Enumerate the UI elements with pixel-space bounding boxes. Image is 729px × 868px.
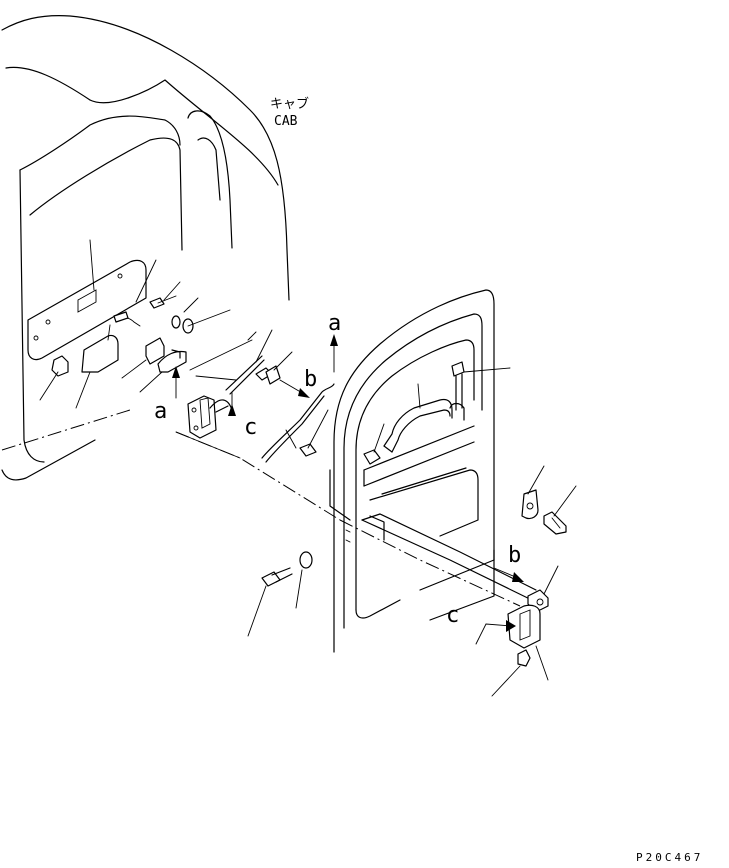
callout-b-upper: b [304, 367, 317, 392]
cab-label-en: CAB [274, 114, 298, 129]
leader-line [139, 371, 163, 393]
leader-line [187, 309, 231, 327]
plate-hole [33, 335, 39, 341]
lock-pin [51, 355, 69, 377]
door-window-outer [343, 313, 483, 629]
handle-bolt-shank [455, 373, 463, 411]
striker-pin [543, 511, 567, 535]
center-line [175, 431, 341, 521]
link-rod-lower [261, 383, 335, 459]
hinge-washer [299, 551, 313, 569]
lock-cover [81, 334, 119, 373]
plate-hole [45, 319, 51, 325]
leader-line [307, 409, 329, 449]
plate-hole [117, 273, 123, 279]
door-window-inner [355, 339, 475, 611]
leader-line [417, 383, 421, 409]
leader-line [527, 465, 545, 495]
lock-plate [27, 259, 147, 361]
door-lock-mechanism: b a c [187, 311, 341, 463]
leader-line [247, 331, 257, 341]
striker-assembly: b c [361, 465, 577, 697]
washer [171, 315, 181, 329]
striker-plate [521, 489, 539, 520]
callout-a-left: a [154, 399, 167, 424]
leader-line [553, 485, 577, 517]
arrow-a2-head [330, 334, 338, 346]
handle-nut [363, 449, 381, 465]
leader-line [39, 371, 59, 401]
door-panel [329, 289, 495, 653]
cab-label-jp: キャブ [270, 96, 309, 112]
catch-screw [517, 649, 531, 667]
hinge-bolt-head [261, 571, 281, 587]
lock-plate-assembly: a [27, 239, 231, 424]
callout-c-left: c [244, 415, 257, 440]
arrow-c-head [228, 404, 236, 416]
leader-line [247, 585, 267, 637]
leader-line [491, 665, 521, 697]
arrow-b2-head [512, 572, 524, 582]
leader-line [543, 565, 559, 595]
leader-line [107, 324, 111, 341]
leader-line [535, 645, 549, 681]
latch-block [145, 337, 165, 365]
arrow-c2-head [506, 620, 516, 632]
nut [299, 443, 317, 457]
grab-handle [363, 361, 511, 465]
leader-line [255, 329, 273, 363]
leader-line [89, 239, 95, 291]
arrow-c2-shaft [475, 623, 513, 645]
door-catch [507, 604, 541, 649]
callout-c-right: c [446, 603, 459, 628]
callout-b-right: b [508, 543, 521, 568]
leader-line [273, 351, 293, 371]
leader-line [163, 281, 181, 301]
arrow-a-head [172, 366, 180, 378]
leader-line [121, 359, 147, 379]
leader-line [295, 569, 303, 609]
plate-slot [77, 289, 97, 313]
figure-code: P20C467 [636, 851, 703, 864]
bolt-shank [157, 295, 177, 304]
bolt-head [149, 297, 165, 309]
rod-end [265, 365, 281, 385]
leader-line [285, 429, 297, 449]
leader-line [373, 423, 385, 453]
arrow-b-head [298, 388, 310, 398]
hinge-bolt-shank [271, 567, 293, 583]
callout-a-upper: a [328, 311, 341, 336]
door-lock-body [187, 395, 217, 439]
screw [113, 311, 129, 323]
leader-line [75, 371, 91, 409]
door-outer [333, 289, 495, 653]
cab-outline [1, 15, 290, 481]
leader-line [183, 297, 199, 313]
center-line [339, 519, 521, 607]
hinge-bolt-assembly [247, 551, 313, 637]
leader-line [463, 367, 511, 373]
leader-line [135, 259, 157, 303]
